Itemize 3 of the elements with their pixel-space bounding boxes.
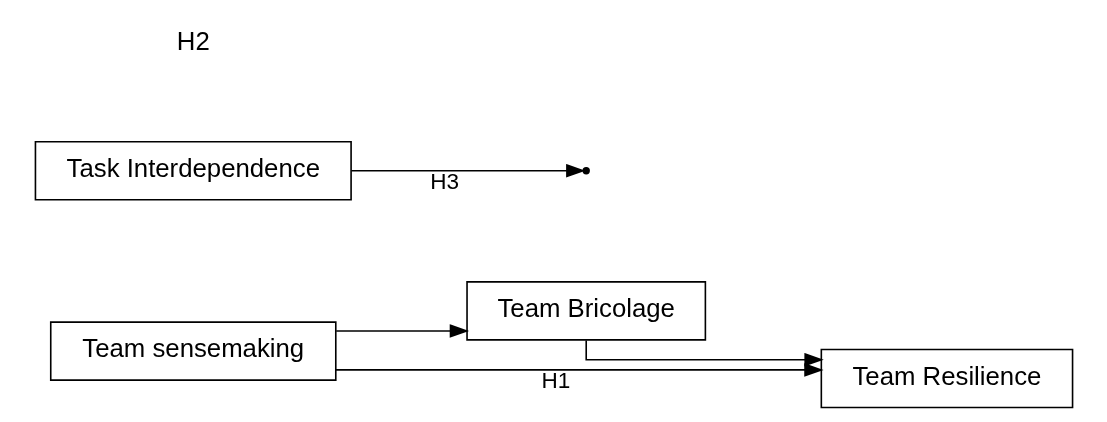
edge-label: H3 — [429, 168, 459, 194]
edge-label: H1 — [541, 367, 570, 393]
label: H2 — [176, 26, 210, 55]
